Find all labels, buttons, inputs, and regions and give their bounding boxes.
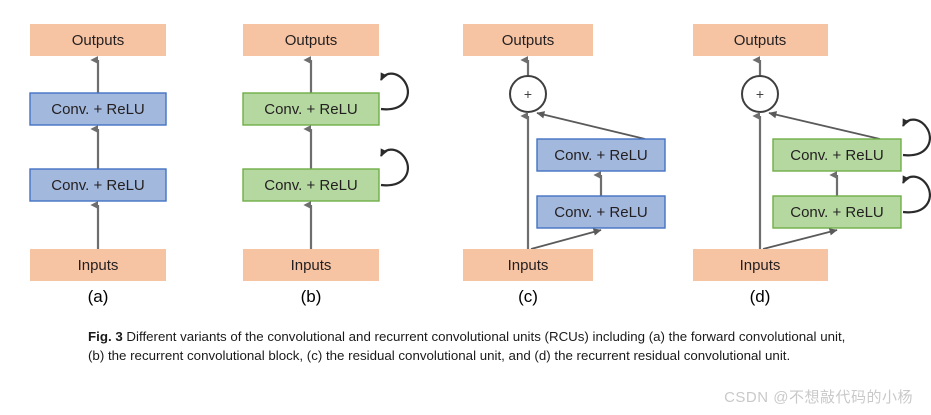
figure-diagram: Outputs Conv. + ReLU Conv. + ReLU Inputs… <box>29 24 931 306</box>
panel-b-conv-upper-box <box>242 92 380 126</box>
panel-b-label: (b) <box>301 287 322 306</box>
panel-b-recurrent-loop-upper-icon <box>380 72 409 111</box>
panel-c-label: (c) <box>518 287 538 306</box>
panel-a-conv-lower-box <box>29 168 167 202</box>
panel-a-conv-lower-label: Conv. + ReLU <box>51 177 145 194</box>
panel-d-recurrent-loop-upper-icon <box>902 118 931 157</box>
panel-d-inputs-label: Inputs <box>740 257 781 274</box>
panel-c: Outputs + Conv. + ReLU Conv. + ReLU Inpu… <box>463 24 666 306</box>
panel-b-conv-upper-label: Conv. + ReLU <box>264 101 358 118</box>
panel-a-conv-upper-box <box>29 92 167 126</box>
panel-a: Outputs Conv. + ReLU Conv. + ReLU Inputs… <box>29 24 167 306</box>
panel-a-outputs-box <box>30 24 166 56</box>
panel-c-conv-lower-label: Conv. + ReLU <box>554 204 648 221</box>
panel-b-conv-lower-label: Conv. + ReLU <box>264 177 358 194</box>
panel-a-inputs-box <box>30 249 166 281</box>
panel-b-recurrent-loop-lower-icon <box>380 148 409 187</box>
panel-d-arrow-inputs-convlower <box>762 228 838 250</box>
panel-d-outputs-box <box>693 24 828 56</box>
panel-a-conv-upper-label: Conv. + ReLU <box>51 101 145 118</box>
panel-c-sum-node <box>509 75 547 113</box>
panel-a-inputs-label: Inputs <box>78 257 119 274</box>
panel-d-sum-label: + <box>756 86 764 102</box>
panel-c-outputs-label: Outputs <box>502 32 555 49</box>
panel-d-inputs-box <box>693 249 828 281</box>
panel-c-inputs-label: Inputs <box>508 257 549 274</box>
panel-b-outputs-box <box>243 24 379 56</box>
panel-d-arrow-convupper-sum <box>768 111 881 140</box>
panel-d-conv-upper-label: Conv. + ReLU <box>790 147 884 164</box>
panel-c-sum-label: + <box>524 86 532 102</box>
panel-b-outputs-label: Outputs <box>285 32 338 49</box>
panel-c-conv-upper-label: Conv. + ReLU <box>554 147 648 164</box>
panel-a-outputs-label: Outputs <box>72 32 125 49</box>
panel-c-arrow-convupper-sum <box>536 111 646 140</box>
panel-b-inputs-label: Inputs <box>291 257 332 274</box>
panel-d-outputs-label: Outputs <box>734 32 787 49</box>
panel-d-label: (d) <box>750 287 771 306</box>
panel-b-inputs-box <box>243 249 379 281</box>
panel-b-conv-lower-box <box>242 168 380 202</box>
panel-d-conv-upper-box <box>772 138 902 172</box>
panel-d-recurrent-loop-lower-icon <box>902 175 931 214</box>
panel-d-sum-node <box>741 75 779 113</box>
figure-caption: Fig. 3 Different variants of the convolu… <box>88 328 848 366</box>
watermark: CSDN @不想敲代码的小杨 <box>724 389 913 406</box>
panel-c-arrow-inputs-convlower <box>530 228 602 250</box>
panel-a-label: (a) <box>88 287 109 306</box>
panel-c-outputs-box <box>463 24 593 56</box>
panel-c-inputs-box <box>463 249 593 281</box>
panel-b: Outputs Conv. + ReLU Conv. + ReLU Inputs… <box>242 24 409 306</box>
panel-d: Outputs + Conv. + ReLU Conv. + ReLU Inpu… <box>693 24 931 306</box>
panel-d-conv-lower-box <box>772 195 902 229</box>
panel-c-conv-upper-box <box>536 138 666 172</box>
panel-d-conv-lower-label: Conv. + ReLU <box>790 204 884 221</box>
figure-caption-text: Different variants of the convolutional … <box>88 329 846 363</box>
panel-c-conv-lower-box <box>536 195 666 229</box>
figure-number: Fig. 3 <box>88 329 123 344</box>
